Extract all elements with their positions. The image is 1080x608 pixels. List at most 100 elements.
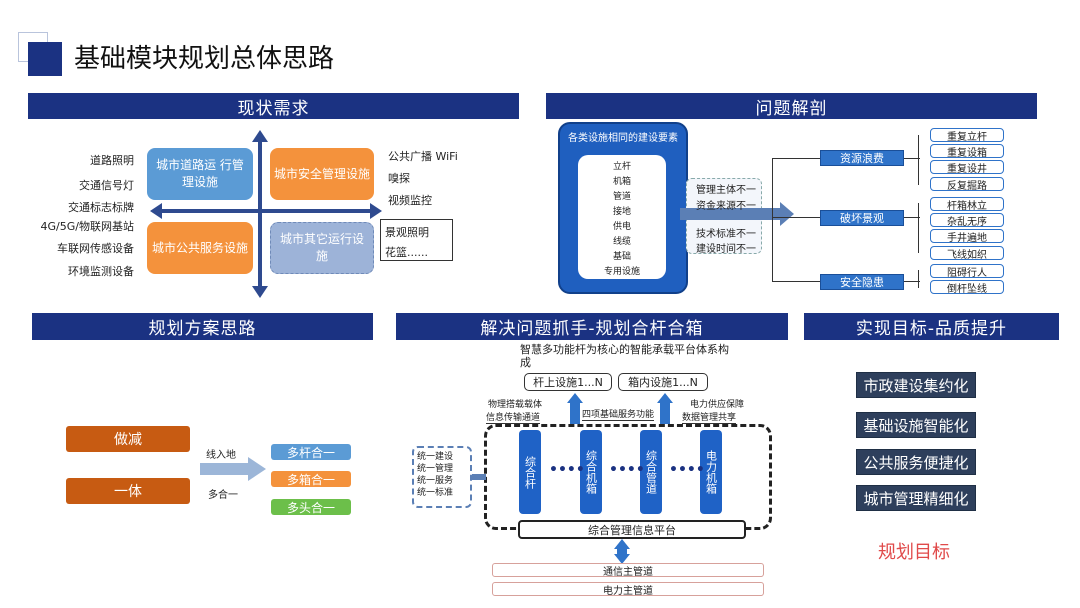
factor-item: 专用设施 — [603, 267, 640, 277]
goals-label: 规划目标 — [878, 542, 950, 563]
plan-reduce-button: 做减 — [66, 426, 190, 452]
section-header-problem-analysis: 问题解剖 — [546, 93, 1037, 119]
title-decoration-square — [28, 42, 62, 76]
demand-left-item: 4G/5G/物联网基站 — [40, 220, 134, 233]
power-supply-note: 电力供应保障 — [690, 400, 745, 410]
plan-label-merge: 多合一 — [208, 490, 238, 501]
problem-leaf: 重复立杆 — [930, 128, 1004, 143]
section-header-solution: 解决问题抓手-规划合杆合箱 — [396, 313, 788, 340]
demand-left-item: 环境监测设备 — [68, 265, 134, 278]
axis-arrow-left-icon — [150, 203, 162, 219]
demand-left-item: 车联网传感设备 — [57, 242, 134, 255]
demand-right-item: 嗅探 — [388, 172, 410, 185]
unify-item: 统一标准 — [417, 488, 454, 498]
physical-carrier-note: 物理搭载载体 — [488, 400, 543, 410]
support-arrow — [660, 402, 670, 424]
problem-leaf: 飞线如织 — [930, 246, 1004, 261]
problem-leaf: 反复掘路 — [930, 177, 1004, 192]
unify-item: 统一建设 — [417, 452, 454, 462]
problem-leaf: 倒杆坠线 — [930, 280, 1004, 295]
vertical-axis — [258, 140, 262, 290]
tree-trunk-line — [772, 158, 773, 282]
demand-right-item: 视频监控 — [388, 194, 432, 207]
unify-principles: 统一建设 统一管理 统一服务 统一标准 — [412, 446, 472, 508]
platform-link-down-icon — [614, 554, 630, 564]
axis-arrow-right-icon — [370, 203, 382, 219]
tree-branch-line — [904, 158, 920, 159]
info-channel-note: 信息传输通道 — [486, 410, 541, 424]
factor-item: 线缆 — [612, 237, 631, 247]
factor-item: 立杆 — [612, 162, 631, 172]
demand-left-item: 交通信号灯 — [79, 179, 134, 192]
issue-item: 技术标准不一 — [696, 229, 756, 240]
tree-trunk-line — [918, 270, 919, 288]
support-arrow-head-icon — [567, 393, 583, 403]
analysis-arrow — [680, 208, 780, 220]
goal-item: 市政建设集约化 — [856, 372, 976, 398]
demand-left-item: 交通标志标牌 — [68, 201, 134, 214]
box-facilities-box: 箱内设施1...N — [618, 373, 708, 391]
factor-item: 管道 — [612, 192, 631, 202]
section-header-planning-approach: 规划方案思路 — [32, 313, 373, 340]
tree-branch-line — [772, 217, 820, 218]
platform-link — [617, 548, 627, 554]
ellipsis-dots: •••• — [549, 462, 585, 478]
tree-trunk-line — [918, 203, 919, 253]
problem-leaf: 杂乱无序 — [930, 213, 1004, 228]
comm-main-pipe: 通信主管道 — [492, 563, 764, 578]
section-header-current-demand: 现状需求 — [28, 93, 519, 119]
axis-arrow-up-icon — [252, 130, 268, 142]
factor-title: 各类设施相同的建设要素 — [568, 132, 678, 144]
horizontal-axis — [160, 209, 370, 213]
unify-item: 统一管理 — [417, 464, 454, 474]
power-main-pipe: 电力主管道 — [492, 582, 764, 597]
pillar-integrated-box: 综合机箱 — [580, 430, 602, 514]
analysis-arrow-head-icon — [780, 202, 794, 226]
category-resource-waste: 资源浪费 — [820, 150, 904, 166]
tree-branch-line — [772, 158, 820, 159]
demand-left-item: 道路照明 — [90, 154, 134, 167]
pole-facilities-box: 杆上设施1...N — [524, 373, 612, 391]
problem-leaf: 重复设箱 — [930, 144, 1004, 159]
four-services-note: 四项基础服务功能 — [582, 407, 655, 421]
factor-item: 机箱 — [612, 177, 631, 187]
unify-arrow — [472, 474, 486, 480]
ellipsis-dots: •••• — [669, 462, 705, 478]
tree-trunk-line — [918, 135, 919, 185]
plan-pill-box: 多箱合一 — [271, 471, 351, 487]
problem-leaf: 杆箱林立 — [930, 197, 1004, 212]
management-platform: 综合管理信息平台 — [518, 520, 746, 539]
factor-list — [578, 155, 666, 279]
tree-branch-line — [772, 281, 820, 282]
plan-unify-button: 一体 — [66, 478, 190, 504]
issue-item: 资金来源不一 — [696, 201, 756, 212]
pillar-integrated-pipe: 综合管道 — [640, 430, 662, 514]
category-safety-hazard: 安全隐患 — [820, 274, 904, 290]
unify-item: 统一服务 — [417, 476, 454, 486]
tree-branch-line — [904, 281, 920, 282]
quadrant-safety-management: 城市安全管理设施 — [270, 148, 374, 200]
demand-right-item: 公共广播 WiFi — [388, 150, 458, 163]
problem-leaf: 重复设井 — [930, 160, 1004, 175]
page-title: 基础模块规划总体思路 — [74, 44, 335, 74]
demand-boxed-group — [380, 219, 453, 261]
support-arrow — [570, 402, 580, 424]
goal-item: 基础设施智能化 — [856, 412, 976, 438]
support-arrow-head-icon — [657, 393, 673, 403]
plan-pill-head: 多头合一 — [271, 499, 351, 515]
issue-item: 建设时间不一 — [696, 244, 756, 255]
tree-branch-line — [904, 217, 920, 218]
factor-item: 基础 — [612, 252, 631, 262]
quadrant-public-service: 城市公共服务设施 — [147, 222, 253, 274]
plan-label-underground: 线入地 — [206, 450, 236, 461]
axis-arrow-down-icon — [252, 286, 268, 298]
goal-item: 城市管理精细化 — [856, 485, 976, 511]
plan-arrow — [200, 463, 248, 475]
pillar-power-box: 电力机箱 — [700, 430, 722, 514]
platform-link-up-icon — [614, 539, 630, 549]
plan-arrow-head-icon — [248, 457, 266, 481]
section-header-goals: 实现目标-品质提升 — [804, 313, 1059, 340]
demand-boxed-item: 景观照明 — [385, 226, 429, 239]
plan-pill-pole: 多杆合一 — [271, 444, 351, 460]
factor-item: 接地 — [612, 207, 631, 217]
